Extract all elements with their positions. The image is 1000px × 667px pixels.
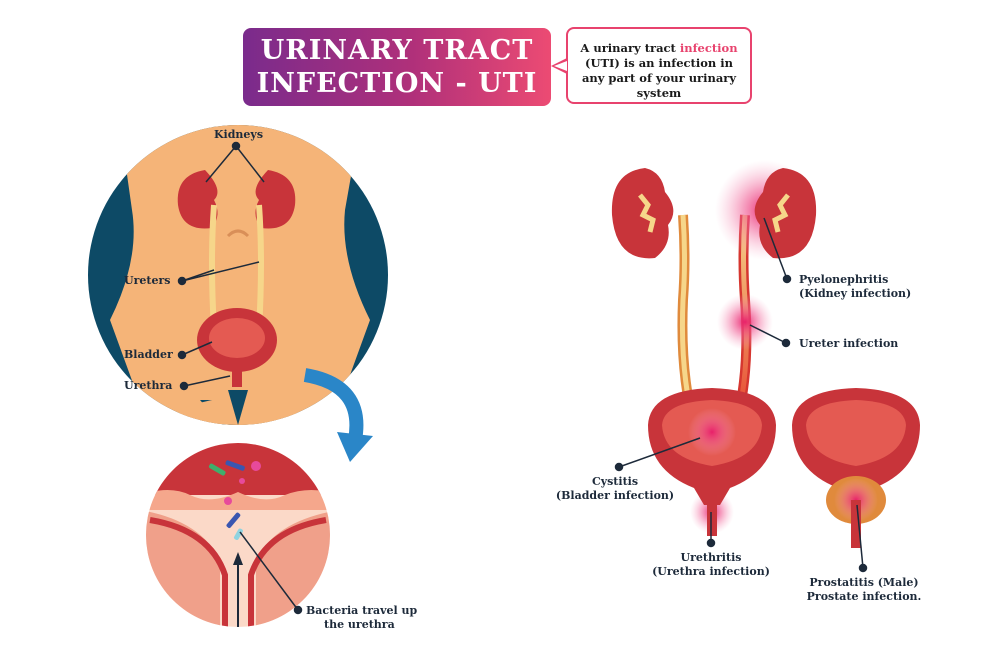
label-cystitis-line-1: Cystitis <box>591 475 639 488</box>
label-pointers <box>177 141 868 615</box>
label-bacteria-line-1: Bacteria travel up <box>306 604 418 617</box>
title-banner: URINARY TRACT INFECTION - UTI <box>243 28 551 106</box>
label-urethritis-line-2: (Urethra infection) <box>652 565 770 578</box>
label-cystitis: Cystitis (Bladder infection) <box>555 475 675 503</box>
label-urethritis-line-1: Urethritis <box>680 551 742 564</box>
label-pyelonephritis: Pyelonephritis (Kidney infection) <box>799 273 911 301</box>
title-line-2: INFECTION - UTI <box>256 68 538 99</box>
callout-text-after: (UTI) is an infection in any part of you… <box>581 56 737 100</box>
label-bacteria: Bacteria travel up the urethra <box>306 604 417 632</box>
label-cystitis-line-2: (Bladder infection) <box>555 489 675 502</box>
label-prostatitis: Prostatitis (Male) Prostate infection. <box>798 576 930 604</box>
callout-tail-inner <box>554 61 567 71</box>
definition-callout: A urinary tract infection (UTI) is an in… <box>566 27 752 104</box>
body-illustration <box>88 125 388 425</box>
label-bacteria-line-2: the urethra <box>324 618 395 631</box>
label-urethritis: Urethritis (Urethra infection) <box>641 551 781 579</box>
label-bladder: Bladder <box>124 348 173 361</box>
label-ureter-infection: Ureter infection <box>799 337 899 350</box>
label-pyelonephritis-line-2: (Kidney infection) <box>799 287 912 300</box>
label-kidneys: Kidneys <box>214 128 264 141</box>
callout-text-before: A urinary tract <box>580 41 680 55</box>
urinary-system-illustration <box>611 160 920 548</box>
label-prostatitis-line-2: Prostate infection. <box>806 590 922 603</box>
callout-highlight: infection <box>679 41 738 55</box>
title-line-1: URINARY TRACT <box>260 35 534 66</box>
label-urethra: Urethra <box>124 379 173 392</box>
label-prostatitis-line-1: Prostatitis (Male) <box>809 576 919 589</box>
label-ureters: Ureters <box>124 274 171 287</box>
label-pyelonephritis-line-1: Pyelonephritis <box>799 273 889 286</box>
